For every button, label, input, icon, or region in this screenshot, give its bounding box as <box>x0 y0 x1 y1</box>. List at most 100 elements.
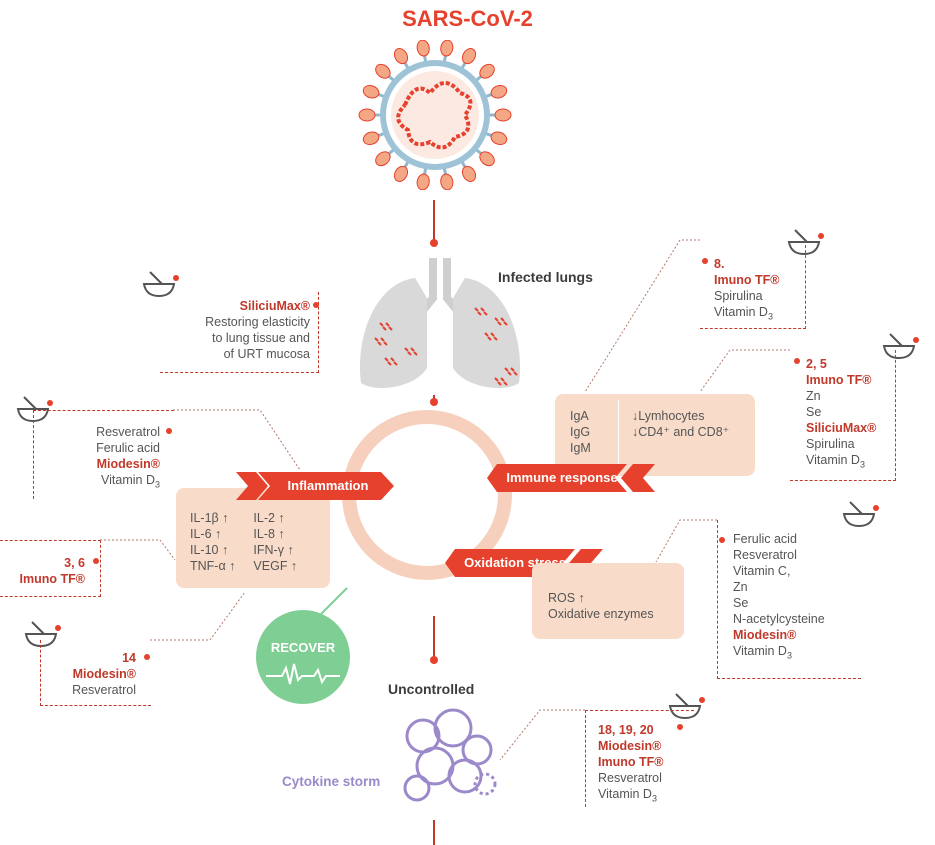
silicium-line: Restoring elasticity <box>205 315 310 329</box>
virus-spike-head <box>490 131 508 146</box>
vitamin-text: Vitamin D <box>733 644 787 658</box>
infection-spot <box>407 351 412 356</box>
virus-spike-head <box>375 63 391 79</box>
ref-numbers: 8. <box>714 257 725 271</box>
bullet-dot <box>702 258 708 264</box>
infection-spot <box>507 371 512 376</box>
agent-line: Resveratrol <box>72 683 136 697</box>
cytokine-item: IL-2 ↑ <box>253 511 285 525</box>
ref-14-box <box>40 640 151 706</box>
agent-bold: Miodesin® <box>733 628 797 642</box>
bullet-dot <box>93 558 99 564</box>
cytokine-item: TNF-α ↑ <box>190 559 236 573</box>
virus-spike-head <box>490 84 508 99</box>
cytokine-box <box>176 488 330 588</box>
infected-lungs-label: Infected lungs <box>498 269 593 285</box>
silicium-line: of URT mucosa <box>223 347 310 361</box>
oxidation-agent-box <box>717 520 861 679</box>
uncontrolled-label: Uncontrolled <box>388 681 475 697</box>
infection-spot <box>413 351 418 356</box>
agent-line: Zn <box>733 580 748 594</box>
immune-label: Immune response <box>506 470 618 485</box>
connector-dot <box>430 656 438 664</box>
immune-item: IgM <box>570 441 591 455</box>
infection-spot <box>385 322 390 327</box>
agent-line: Vitamin C, <box>733 564 791 578</box>
connector-dot <box>430 398 438 406</box>
infection-spot <box>384 357 389 362</box>
silicium-text: SiliciuMax® Restoring elasticity to lung… <box>175 298 310 362</box>
vitamin-line: Vitamin D3 <box>714 305 773 322</box>
infection-spot <box>477 311 482 316</box>
agent-line: Ferulic acid <box>733 532 797 546</box>
infection-spot <box>490 332 495 337</box>
connector-line <box>433 616 435 662</box>
ref-14-text: 14 Miodesin® Resveratrol <box>50 650 136 698</box>
cytokine-item: IL-8 ↑ <box>253 527 285 541</box>
left-agent-box <box>33 410 174 499</box>
virus-spike-head <box>416 173 430 190</box>
bullet-dot <box>794 358 800 364</box>
infection-spot <box>494 377 499 382</box>
agent-bold: Imuno TF® <box>806 373 872 387</box>
agent-bold: Imuno TF® <box>19 572 85 586</box>
infection-spot <box>504 367 509 372</box>
infection-spot <box>500 377 505 382</box>
infection-spot <box>487 336 492 341</box>
infection-spot <box>377 341 382 346</box>
ref-3-6-text: 3, 6 Imuno TF® <box>5 555 85 587</box>
divider <box>618 400 619 470</box>
agent-line: Se <box>806 405 822 419</box>
inflammation-ribbon-shape <box>236 472 394 500</box>
inflammation-label: Inflammation <box>287 478 369 493</box>
ref-numbers: 18, 19, 20 <box>598 723 654 737</box>
connector-line <box>433 200 435 245</box>
ref-numbers: 2, 5 <box>806 357 827 371</box>
virus-spike-head <box>440 173 454 190</box>
agent-line: Se <box>733 596 749 610</box>
agent-line: Ferulic acid <box>96 441 160 455</box>
agent-line: N-acetylcysteine <box>733 612 825 626</box>
mortar-pestle-icon <box>24 621 61 648</box>
ref-3-6-box <box>0 540 101 597</box>
immune-ribbon: Immune response <box>497 464 627 492</box>
vitamin-text: Vitamin D <box>101 473 155 487</box>
infection-spot <box>500 317 505 322</box>
infection-spot <box>382 326 387 331</box>
oxidation-list: ROS ↑ Oxidative enzymes <box>548 590 654 622</box>
ref-numbers: 3, 6 <box>64 556 85 570</box>
ref-8-text: 8. Imuno TF® Spirulina Vitamin D3 <box>714 256 779 325</box>
agent-line: Resveratrol <box>96 425 160 439</box>
vitamin-line: Vitamin D3 <box>598 787 657 804</box>
infection-spot <box>387 361 392 366</box>
agent-line: Resveratrol <box>733 548 797 562</box>
agent-bold: Imuno TF® <box>598 755 664 769</box>
infection-spot <box>484 332 489 337</box>
immune-item: ↓Lymhocytes <box>632 409 705 423</box>
agent-line: Resveratrol <box>598 771 662 785</box>
recover-badge <box>256 610 350 704</box>
virus-spike-head <box>479 63 495 79</box>
agent-bold: Miodesin® <box>598 739 662 753</box>
virus-spike-head <box>461 165 477 182</box>
vitamin-text: Vitamin D <box>806 453 860 467</box>
bullet-dot <box>313 302 319 308</box>
ref-18-box <box>585 710 694 807</box>
oxidation-agent-text: Ferulic acid Resveratrol Vitamin C, Zn S… <box>733 531 825 664</box>
immune-item: IgG <box>570 425 591 439</box>
recover-label: RECOVER <box>270 640 336 655</box>
heartbeat-icon <box>266 663 340 685</box>
virus-spike-head <box>461 48 477 65</box>
immune-col2: ↓Lymhocytes ↓CD4⁺ and CD8⁺ <box>632 408 729 440</box>
virus-spike-head <box>362 131 380 146</box>
vitamin-text: Vitamin D <box>598 787 652 801</box>
infection-spot <box>404 347 409 352</box>
virus-spike-head <box>393 165 409 182</box>
infection-spot <box>383 341 388 346</box>
cytokine-network-icon <box>403 708 497 802</box>
infection-spot <box>497 381 502 386</box>
virus-spike-head <box>416 40 430 57</box>
ref-2-5-box <box>790 350 896 481</box>
infection-spot <box>483 311 488 316</box>
agent-line: Spirulina <box>806 437 855 451</box>
